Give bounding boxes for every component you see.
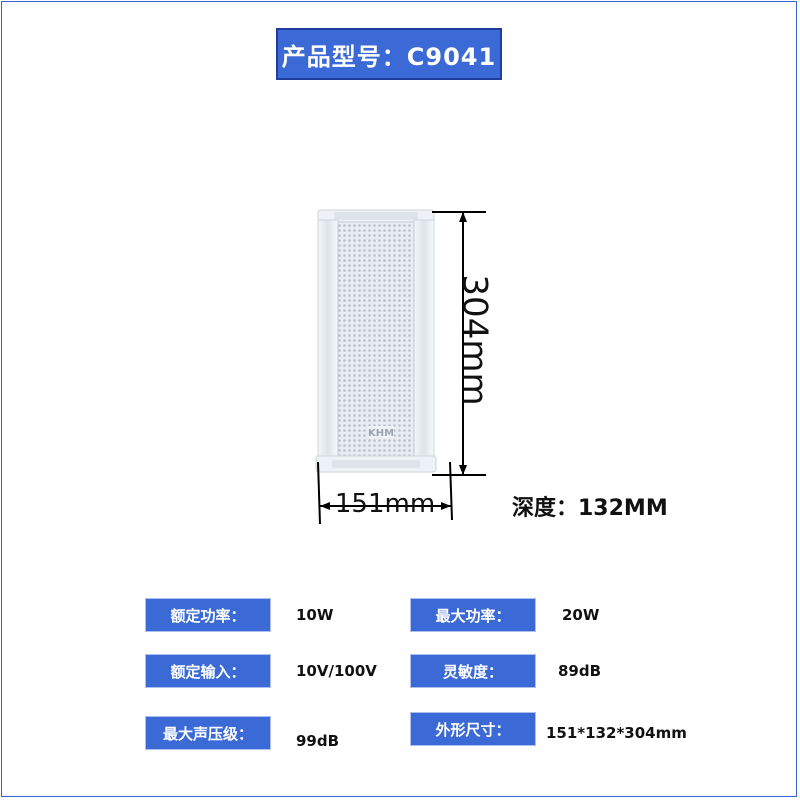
brand-logo: KHM xyxy=(368,428,394,439)
spec-value-dimensions: 151*132*304mm xyxy=(546,724,687,742)
spec-value-sensitivity: 89dB xyxy=(558,662,602,680)
spec-label-max-power: 最大功率： xyxy=(410,598,536,632)
depth-label: 深度：132MM xyxy=(512,496,668,521)
spec-value-rated-input: 10V/100V xyxy=(296,662,377,680)
spec-value-max-power: 20W xyxy=(562,606,600,624)
product-model-title: 产品型号：C9041 xyxy=(276,28,502,80)
height-dimension-label: 304mm xyxy=(455,274,496,406)
spec-value-max-spl: 99dB xyxy=(296,732,340,750)
width-dimension-label: 151mm xyxy=(334,489,436,519)
speaker-image: KHM xyxy=(315,209,437,473)
spec-label-max-spl: 最大声压级： xyxy=(145,716,271,750)
spec-label-rated-input: 额定输入： xyxy=(145,654,271,688)
spec-value-rated-power: 10W xyxy=(296,606,334,624)
product-model-text: 产品型号：C9041 xyxy=(281,42,497,71)
spec-label-rated-power: 额定功率： xyxy=(145,598,271,632)
spec-label-sensitivity: 灵敏度： xyxy=(410,654,536,688)
spec-label-dimensions: 外形尺寸： xyxy=(410,712,536,746)
